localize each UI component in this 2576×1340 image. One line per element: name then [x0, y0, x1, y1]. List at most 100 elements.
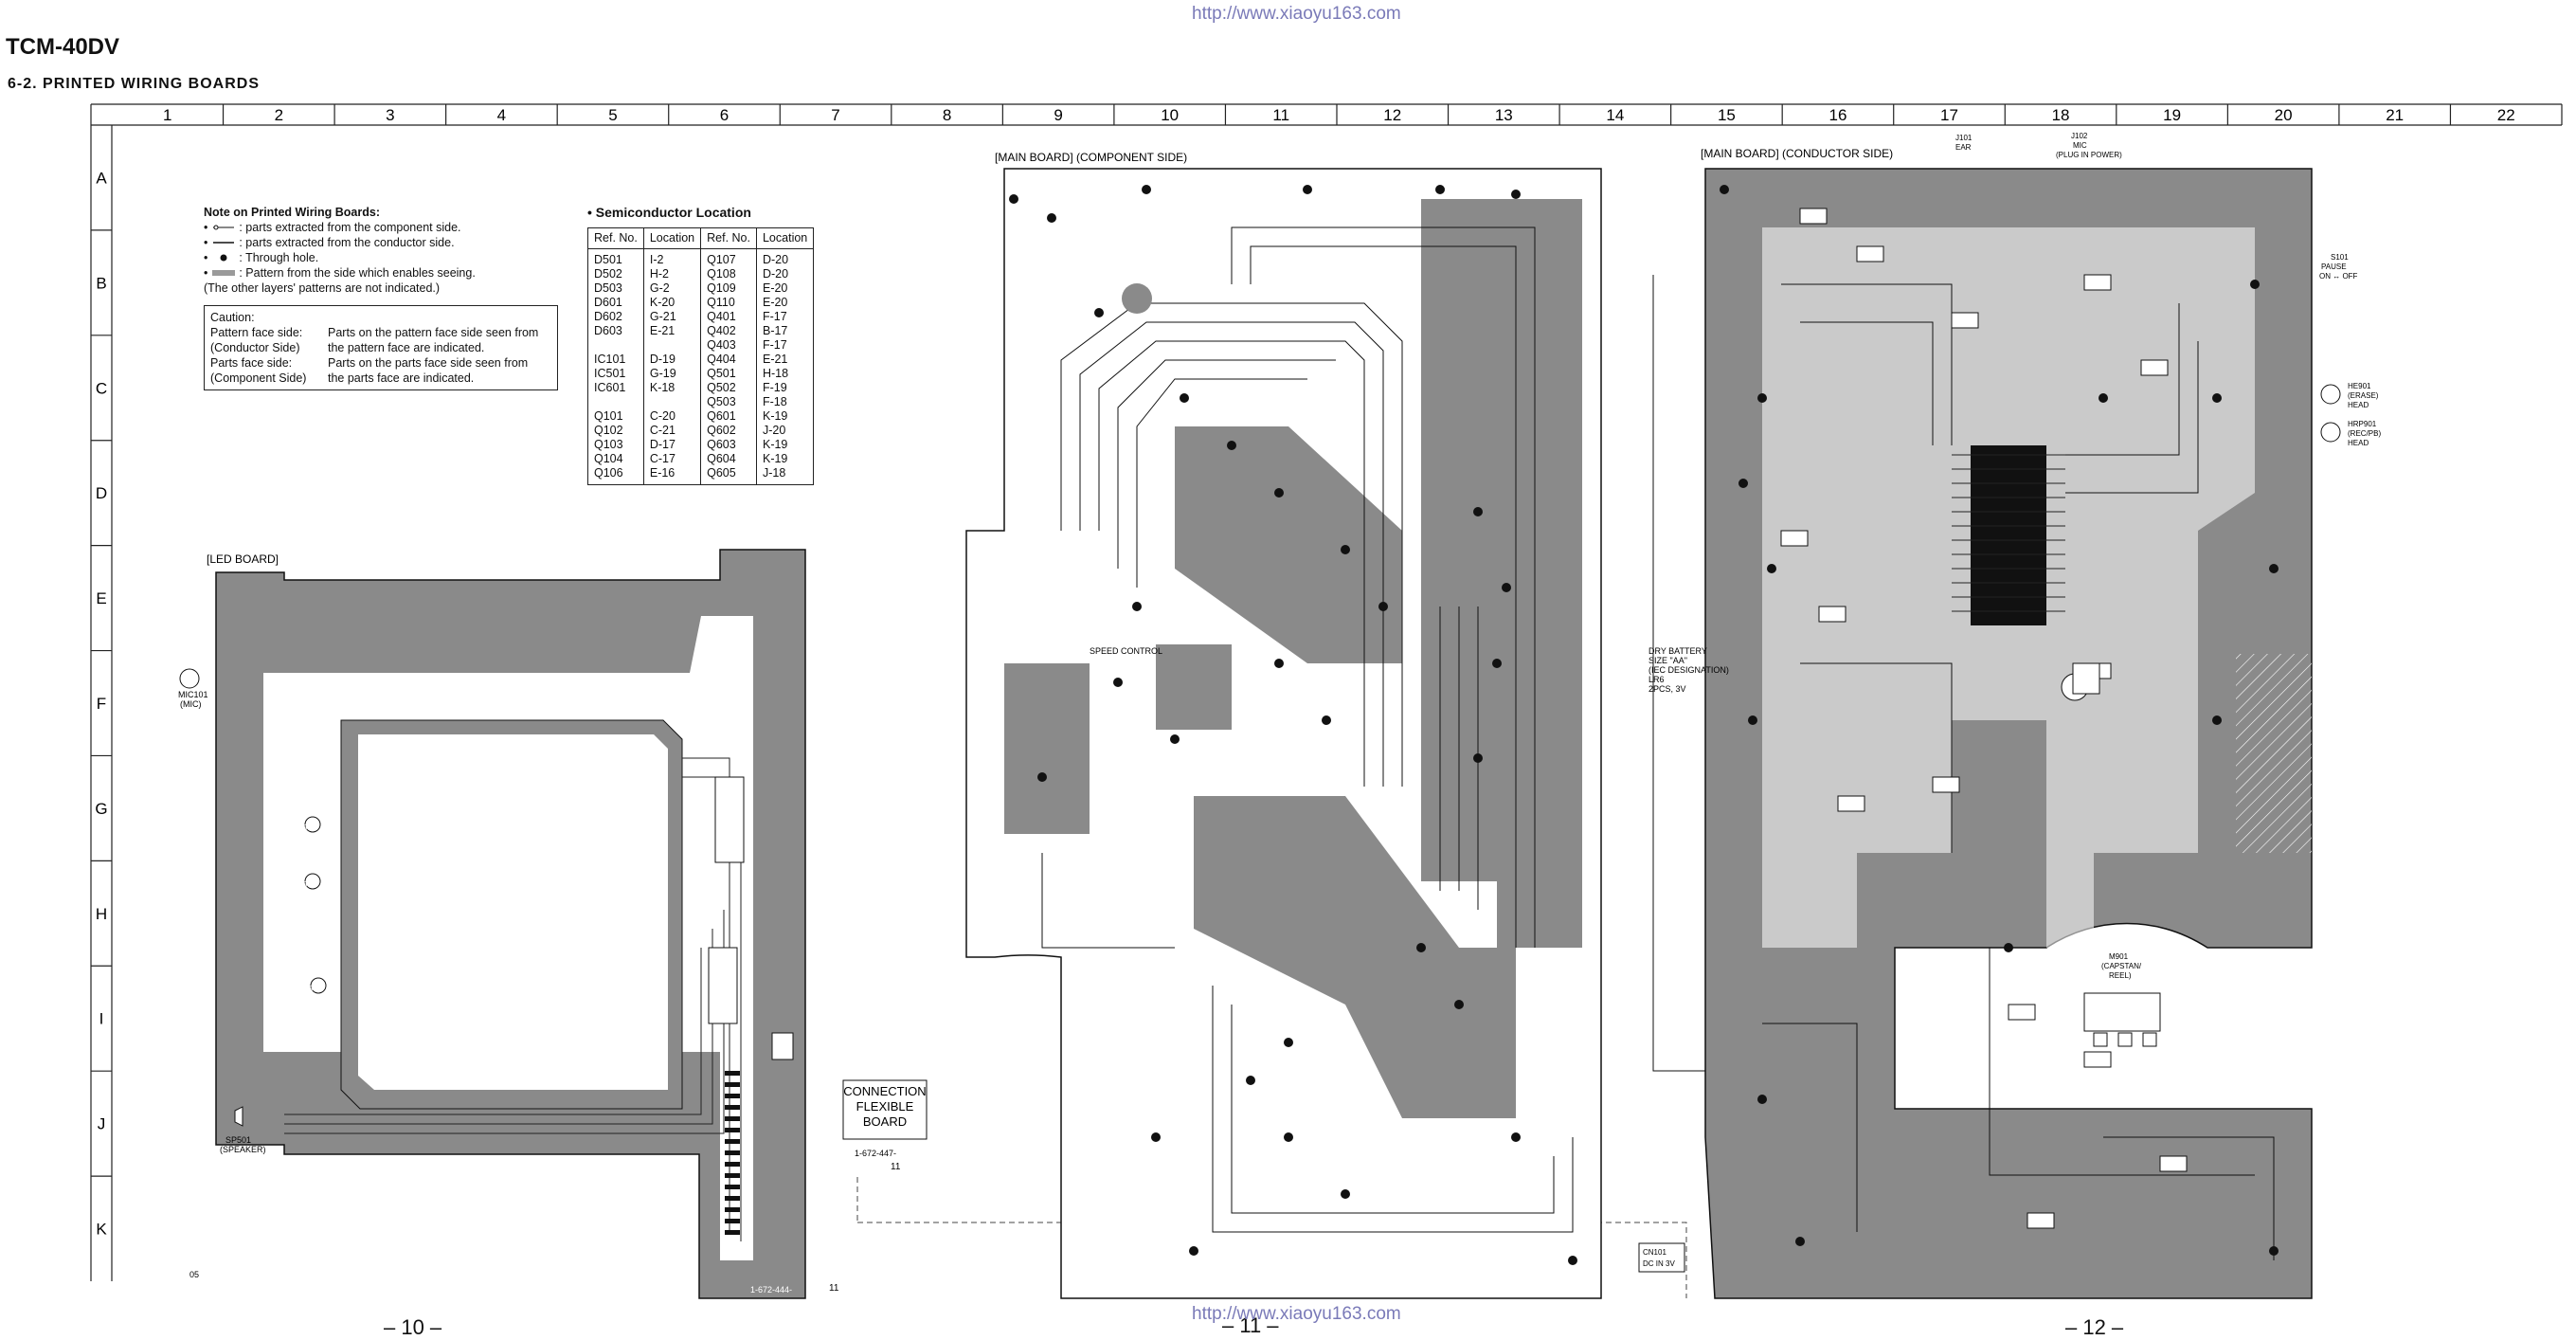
ear-label-1: J101	[1955, 134, 1973, 142]
mic-label: MIC101	[178, 690, 208, 699]
table-cell: D503	[594, 281, 622, 295]
bullet-icon: •	[587, 205, 592, 220]
rp-head-label-2: (REC/PB)	[2348, 429, 2381, 438]
table-cell: F-17	[762, 310, 787, 323]
conductor-capacitor	[2072, 662, 2100, 695]
table-cell: G-2	[649, 281, 670, 295]
url-top[interactable]: http://www.xiaoyu163.com	[1192, 4, 1401, 24]
grid-row-label: H	[96, 905, 107, 923]
component-ground-plane-b	[1175, 426, 1402, 663]
battery-wire	[1652, 275, 1705, 1072]
grid-column-label: 13	[1495, 106, 1513, 124]
note-other-layers: (The other layers' patterns are not indi…	[204, 281, 441, 295]
d502-label: D502	[297, 880, 316, 889]
grid-column-label: 18	[2052, 106, 2070, 124]
table-cell: D-20	[762, 267, 789, 281]
batt-label: BATT	[301, 896, 320, 904]
ic-chip-pins	[1952, 454, 2065, 612]
grid-column-label: 22	[2497, 106, 2515, 124]
pause-label-1: S101	[2331, 253, 2349, 262]
table-cell: C-17	[649, 452, 676, 465]
model-title: TCM-40DV	[6, 34, 120, 60]
grid-column-label: 16	[1828, 106, 1846, 124]
grid-column-label: 6	[720, 106, 729, 124]
mic-sub: (MIC)	[180, 699, 202, 709]
component-traces	[1041, 226, 1574, 1233]
grid-row-label: I	[99, 1010, 104, 1028]
speed-control-label: SPEED CONTROL	[1090, 646, 1162, 656]
ic-chip	[1971, 445, 2046, 625]
conductor-pads	[1780, 208, 2188, 1229]
dc-in-label-2: DC IN 3V	[1643, 1259, 1675, 1268]
table-cell: B-17	[762, 324, 788, 337]
rp-head-icon	[2320, 422, 2341, 443]
note-conductor-side: • : parts extracted from the conductor s…	[204, 236, 455, 249]
note-through-hole: • : Through hole.	[204, 251, 319, 264]
table-cell: C-21	[649, 424, 676, 437]
table-cell: Q108	[707, 267, 736, 281]
battery-label-2: SIZE "AA"	[1648, 656, 1687, 665]
dc-in-jack	[1638, 1242, 1685, 1273]
grid-row-label: G	[95, 800, 107, 818]
led-board-label: [LED BOARD]	[207, 552, 279, 566]
bullet-icon: •	[204, 221, 208, 234]
grid-row-label: J	[98, 1115, 106, 1133]
grid-column-label: 10	[1161, 106, 1179, 124]
battery-label-3: (IEC DESIGNATION)	[1648, 665, 1729, 675]
rp-head-label-3: HEAD	[2348, 439, 2369, 447]
table-cell: F-18	[762, 395, 787, 408]
table-cell: C-20	[649, 409, 676, 423]
battery-label-4: LR6	[1648, 675, 1665, 684]
pause-label-3: ON ↔ OFF	[2319, 272, 2358, 281]
grid-column-label: 20	[2275, 106, 2293, 124]
grid-column-label: 4	[497, 106, 506, 124]
table-cell: Q101	[594, 409, 623, 423]
note-component-side: • : parts extracted from the component s…	[204, 221, 461, 234]
table-cell: IC101	[594, 353, 626, 366]
grid-row-label: D	[96, 484, 107, 502]
table-cell: Q604	[707, 452, 736, 465]
mic-jack-label-1: J102	[2071, 132, 2088, 140]
main-component-label: [MAIN BOARD] (COMPONENT SIDE)	[995, 151, 1187, 164]
grid-row-label: B	[96, 274, 106, 292]
connection-box	[842, 1079, 928, 1140]
url-bottom[interactable]: http://www.xiaoyu163.com	[1192, 1304, 1401, 1324]
semiconductor-location: • Semiconductor Location Ref. No. Locati…	[587, 205, 815, 485]
grid-column-label: 11	[1272, 106, 1289, 124]
table-cell: D-20	[762, 253, 789, 266]
table-cell: F-17	[762, 338, 787, 352]
led-suffix: 11	[829, 1283, 839, 1294]
led-code: 05	[189, 1270, 199, 1279]
table-cell: Q404	[707, 353, 736, 366]
table-cell: Q601	[707, 409, 736, 423]
table-cell: Q501	[707, 367, 736, 380]
grid-column-label: 5	[608, 106, 617, 124]
motor-label-1: M901	[2109, 952, 2129, 961]
ear-label-2: EAR	[1955, 143, 1972, 152]
caution-row: (Component Side)the parts face are indic…	[210, 371, 475, 385]
page-number-left: – 10 –	[384, 1315, 442, 1339]
table-cell: Q401	[707, 310, 736, 323]
table-cell: K-18	[649, 381, 676, 394]
grid-column-label: 12	[1383, 106, 1401, 124]
table-cell: E-16	[649, 466, 676, 480]
table-cell: K-20	[649, 296, 676, 309]
table-cell: J-20	[762, 424, 786, 437]
erase-head-label-1: HE901	[2348, 382, 2371, 390]
caution-row: Pattern face side:Parts on the pattern f…	[210, 326, 539, 339]
table-cell: Q502	[707, 381, 736, 394]
component-ground-plane-a	[1421, 199, 1582, 948]
table-cell: I-2	[649, 253, 664, 266]
table-cell: G-19	[649, 367, 676, 380]
component-round-pad	[1122, 283, 1152, 314]
table-cell: Q503	[707, 395, 736, 408]
through-hole-icon	[220, 254, 227, 262]
table-cell: F-19	[762, 381, 787, 394]
table-cell: H-2	[649, 267, 670, 281]
grid-column-label: 19	[2163, 106, 2181, 124]
wiring-notes: Note on Printed Wiring Boards: • : parts…	[204, 205, 564, 390]
